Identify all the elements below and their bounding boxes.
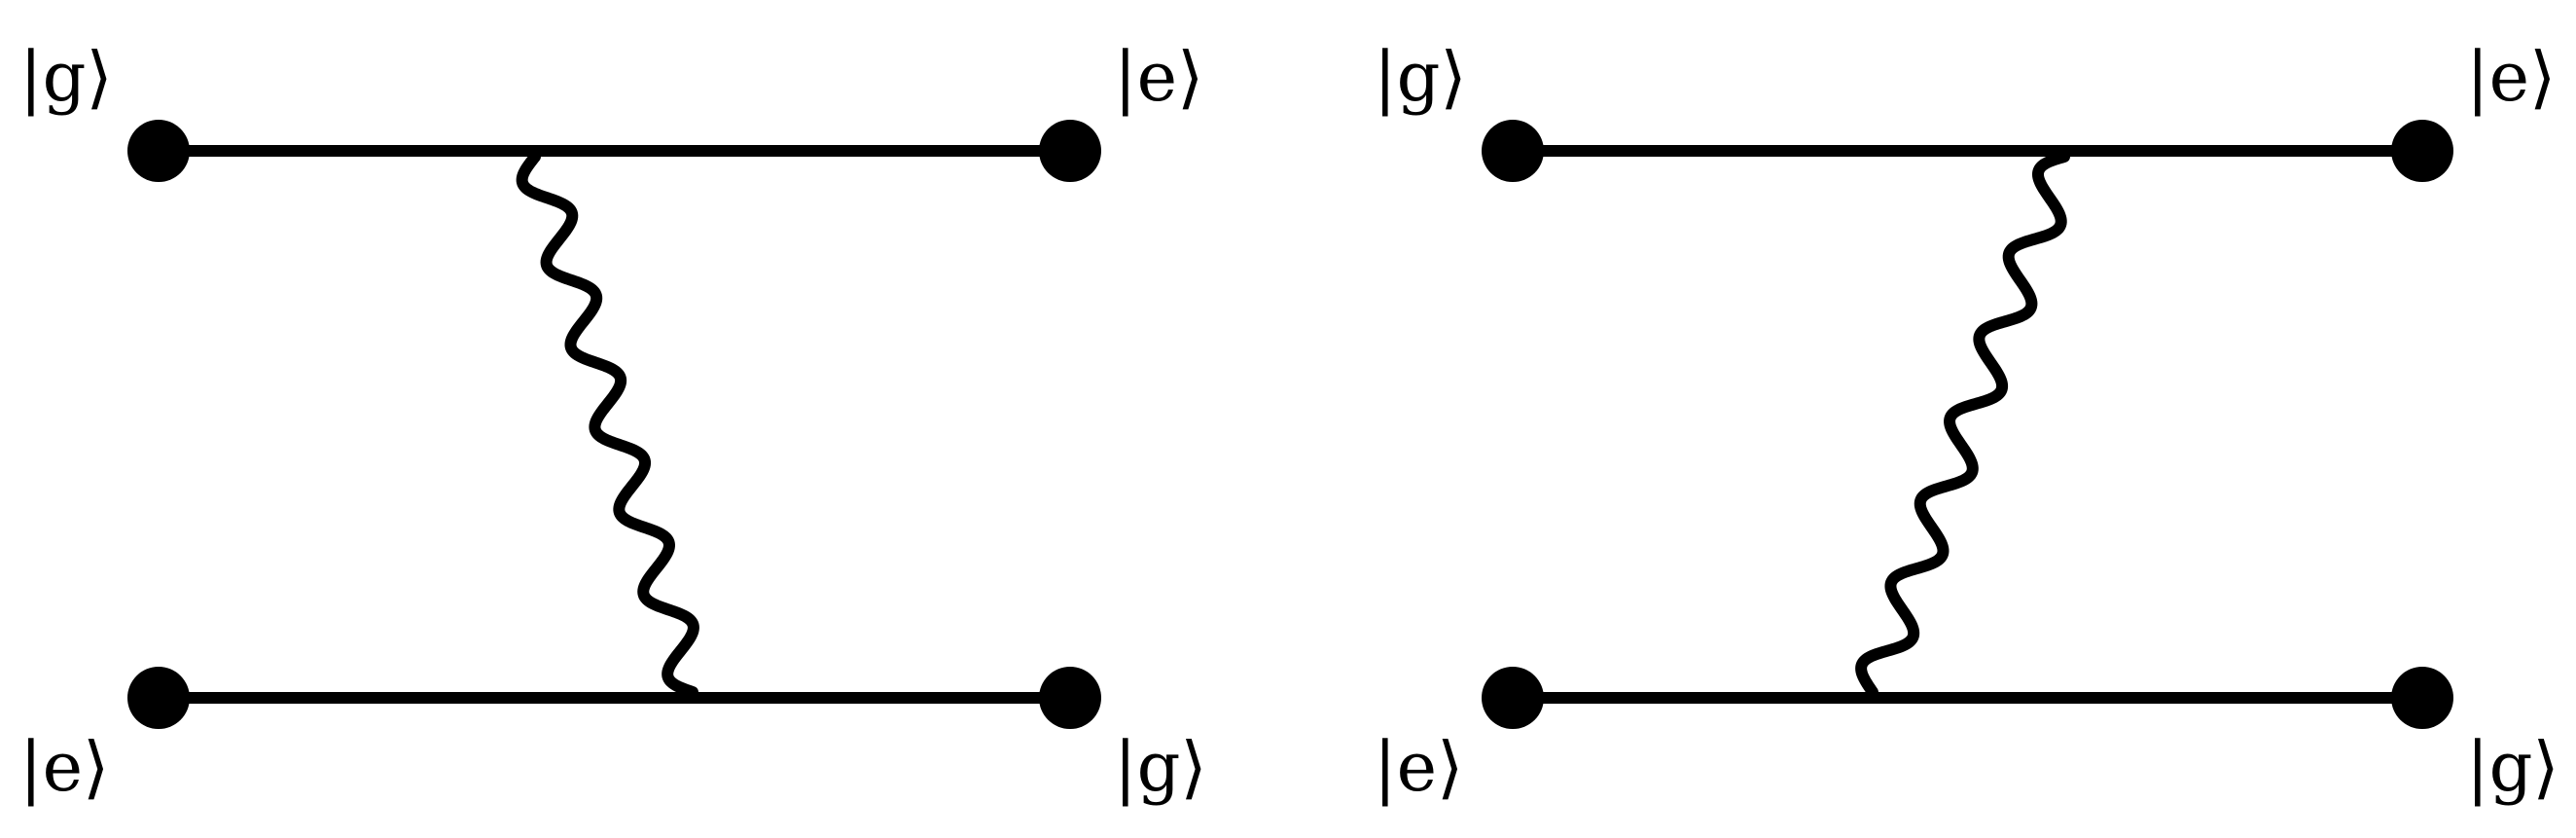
bottom-left-vertex-dot (127, 667, 190, 729)
bottom-right-vertex-dot (1039, 667, 1101, 729)
ket-bottom-left: |e⟩ (19, 727, 109, 807)
ket-bottom-right: |g⟩ (2466, 727, 2559, 807)
diagram-left: |g⟩ |e⟩ |e⟩ |g⟩ (19, 37, 1207, 807)
top-left-vertex-dot (1482, 120, 1544, 182)
ket-top-left: |g⟩ (1374, 37, 1467, 117)
diagram-right: |g⟩ |e⟩ |e⟩ |g⟩ (1374, 37, 2559, 807)
top-left-vertex-dot (127, 120, 190, 182)
photon-wavy-line (1855, 151, 2070, 698)
top-right-vertex-dot (2391, 120, 2453, 182)
bottom-left-vertex-dot (1482, 667, 1544, 729)
ket-bottom-right: |g⟩ (1114, 727, 1207, 807)
ket-bottom-left: |e⟩ (1374, 727, 1463, 807)
bottom-right-vertex-dot (2391, 667, 2453, 729)
top-right-vertex-dot (1039, 120, 1101, 182)
ket-top-right: |e⟩ (2466, 37, 2556, 117)
ket-top-left: |g⟩ (19, 37, 113, 117)
photon-wavy-line (516, 151, 699, 698)
ket-top-right: |e⟩ (1114, 37, 1203, 117)
